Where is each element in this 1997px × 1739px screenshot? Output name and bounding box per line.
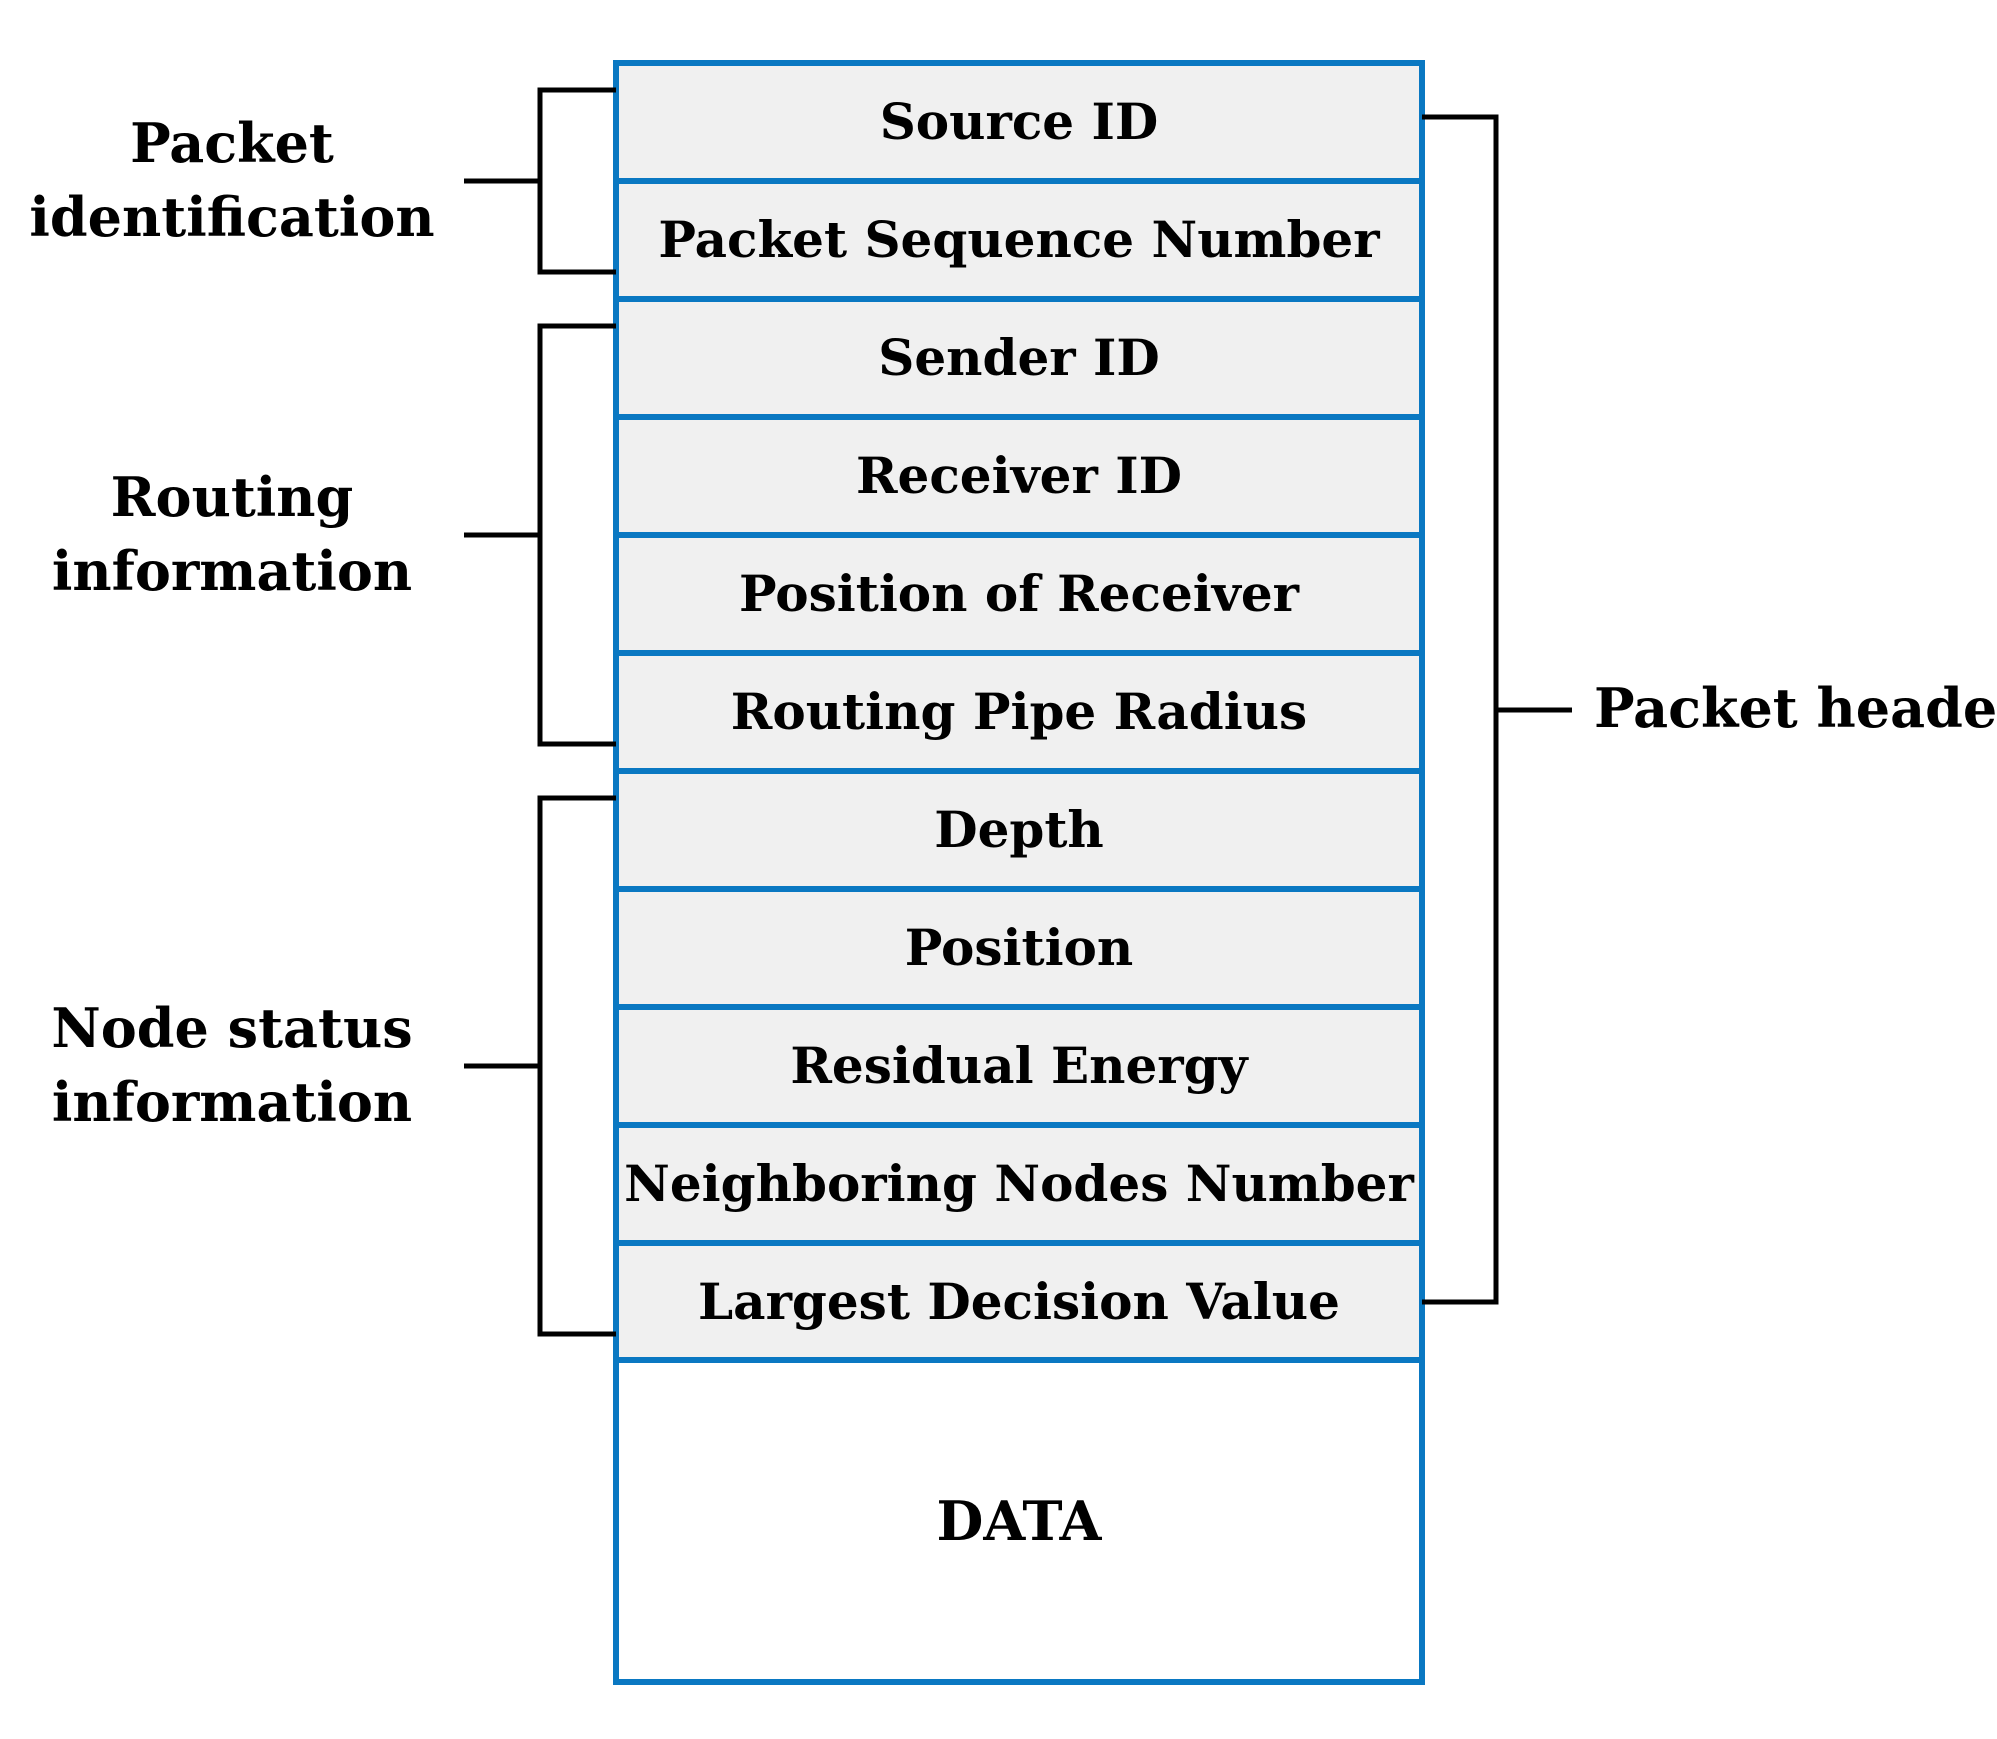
group-label-line: information bbox=[52, 539, 412, 603]
field-row-depth: Depth bbox=[613, 768, 1425, 892]
field-label: Packet Sequence Number bbox=[658, 210, 1380, 269]
field-label: Source ID bbox=[880, 92, 1159, 151]
group-packet-identification: Packet identification bbox=[29, 87, 616, 275]
field-row-neighboring-nodes-number: Neighboring Nodes Number bbox=[613, 1122, 1425, 1246]
field-row-packet-sequence-number: Packet Sequence Number bbox=[613, 178, 1425, 302]
field-label: Depth bbox=[934, 800, 1104, 859]
field-label: Largest Decision Value bbox=[698, 1272, 1340, 1331]
field-box bbox=[613, 60, 1425, 184]
field-label: Position of Receiver bbox=[739, 564, 1300, 623]
field-box bbox=[613, 178, 1425, 302]
packet-header-group: Packet header bbox=[1422, 114, 1997, 1305]
field-row-receiver-id: Receiver ID bbox=[613, 414, 1425, 538]
field-label: Residual Energy bbox=[790, 1036, 1249, 1095]
field-row-sender-id: Sender ID bbox=[613, 296, 1425, 420]
group-bracket bbox=[464, 323, 616, 747]
field-box bbox=[613, 1122, 1425, 1246]
field-label: Position bbox=[905, 918, 1134, 977]
group-routing-information: Routing information bbox=[52, 323, 616, 747]
data-field-label: DATA bbox=[937, 1489, 1103, 1553]
group-label-line: identification bbox=[29, 185, 434, 249]
group-node-status-information: Node status information bbox=[51, 795, 616, 1337]
field-row-largest-decision-value: Largest Decision Value bbox=[613, 1240, 1425, 1364]
field-row-residual-energy: Residual Energy bbox=[613, 1004, 1425, 1128]
group-label-line: information bbox=[52, 1070, 412, 1134]
field-groups: PacketidentificationRoutinginformationNo… bbox=[29, 87, 616, 1337]
field-box bbox=[613, 886, 1425, 1010]
field-label: Receiver ID bbox=[856, 446, 1182, 505]
data-field-box bbox=[613, 1357, 1425, 1685]
packet-header-label: Packet header bbox=[1594, 676, 1997, 740]
field-label: Neighboring Nodes Number bbox=[624, 1154, 1414, 1213]
group-bracket bbox=[464, 795, 616, 1337]
group-label-line: Node status bbox=[51, 996, 412, 1060]
group-label-line: Routing bbox=[111, 465, 354, 529]
field-box bbox=[613, 414, 1425, 538]
field-row-source-id: Source ID bbox=[613, 60, 1425, 184]
group-bracket bbox=[464, 87, 616, 275]
field-row-position: Position bbox=[613, 886, 1425, 1010]
group-label-line: Packet bbox=[130, 111, 334, 175]
field-box bbox=[613, 650, 1425, 774]
packet-header-bracket bbox=[1422, 114, 1572, 1305]
field-row-position-of-receiver: Position of Receiver bbox=[613, 532, 1425, 656]
data-section: DATA bbox=[613, 1357, 1425, 1685]
field-label: Sender ID bbox=[878, 328, 1160, 387]
field-row-routing-pipe-radius: Routing Pipe Radius bbox=[613, 650, 1425, 774]
field-label: Routing Pipe Radius bbox=[731, 682, 1307, 741]
